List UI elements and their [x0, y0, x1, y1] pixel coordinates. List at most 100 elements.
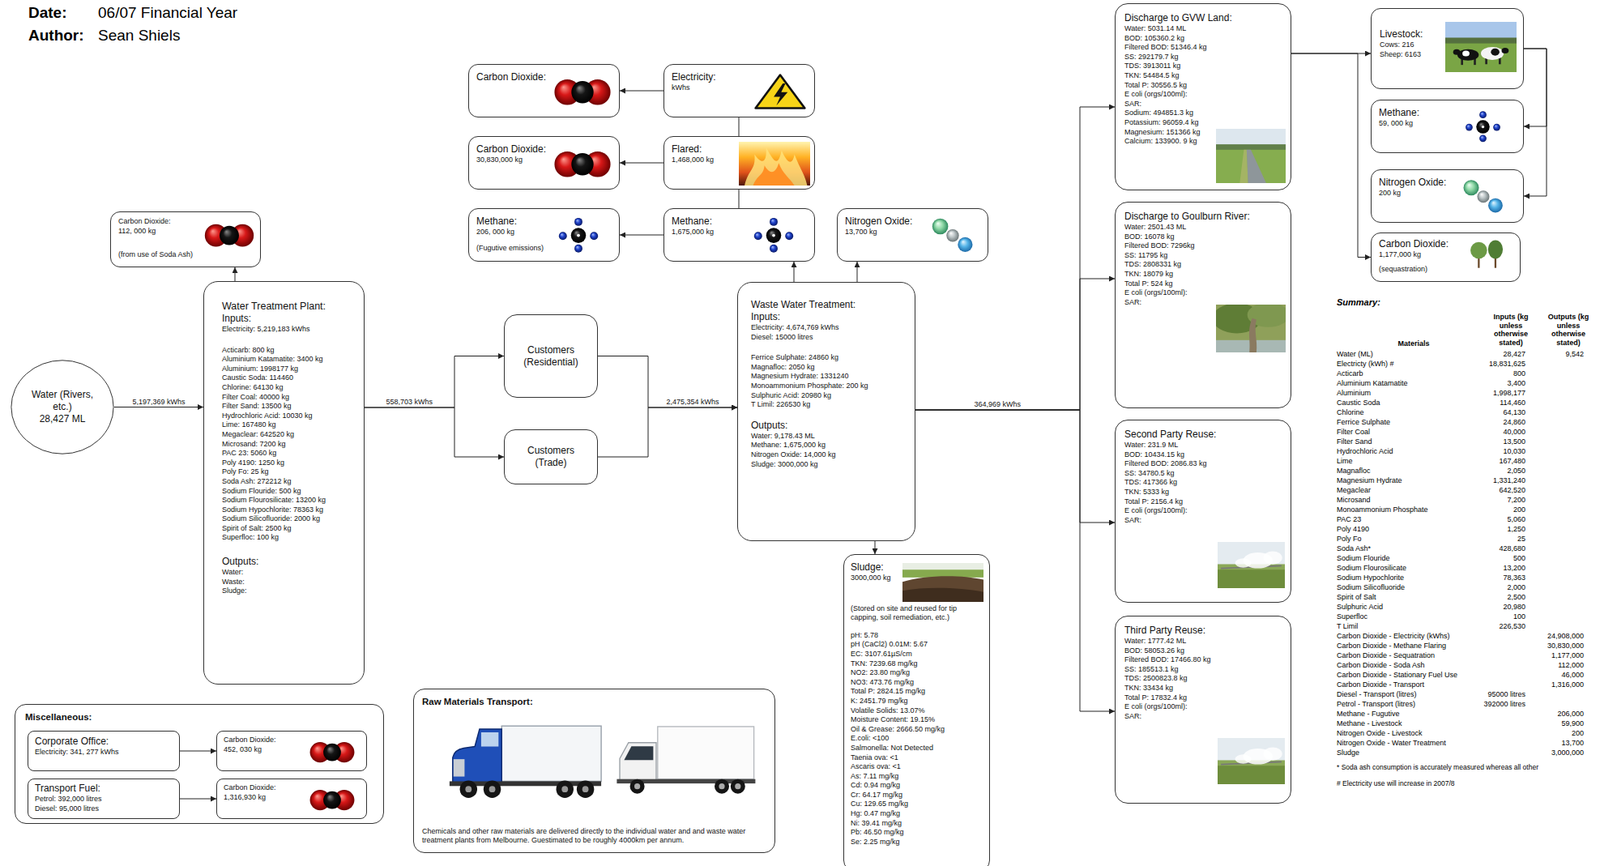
table-cell: 114,460 [1499, 397, 1526, 408]
box-text: Hg: 0.47 mg/kg [850, 809, 983, 820]
table-cell: 800 [1513, 368, 1526, 379]
table-cell: Chlorine [1336, 407, 1365, 418]
box-text: BOD: 105360.2 kg [1124, 34, 1282, 44]
box-text: Total P: 30556.5 kg [1124, 81, 1282, 91]
table-cell: Aluminium Katamatite [1336, 378, 1408, 389]
box-text: Outputs: [221, 555, 346, 568]
picture-part [1235, 754, 1252, 764]
box-text: Acticarb: 800 kg [221, 345, 346, 356]
box-text: Sheep: 6163 [1379, 50, 1515, 60]
emission-box: Carbon Dioxide: [468, 64, 620, 118]
box-text: Total P: 17832.4 kg [1124, 693, 1282, 704]
picture-part [1479, 110, 1487, 119]
box-text: Total P: 524 kg [1124, 279, 1282, 290]
picture-part [1480, 46, 1504, 60]
picture-part [734, 783, 741, 790]
table-cell: Sodium Flourosilicate [1336, 563, 1407, 573]
van-picture [612, 721, 759, 803]
box-text: Water: 1777.42 ML [1124, 636, 1282, 647]
box-title: Carbon Dioxide: [118, 217, 253, 227]
picture-part [1262, 746, 1282, 760]
table-cell: Nitrogen Oxide - Livestock [1336, 728, 1423, 739]
box-text: 1,316,930 kg [223, 793, 360, 803]
box-text: Total P: 2824.15 mg/kg [850, 686, 983, 697]
table-cell: Poly Fo [1336, 533, 1362, 544]
box-text: E coli (orgs/100ml): [1124, 288, 1282, 299]
header-label: Author: [28, 25, 85, 46]
table-cell: 28,427 [1502, 349, 1526, 359]
box-text: PAC 23: 5060 kg [221, 448, 346, 459]
co2-picture [302, 735, 362, 768]
flow-arrow [619, 162, 664, 164]
box-text: Spirit of Salt: 2500 kg [221, 524, 346, 534]
flow-arrow [738, 117, 740, 137]
box-text: kWhs [671, 83, 807, 94]
table-cell: Carbon Dioxide - Methane Flaring [1336, 640, 1447, 651]
bolt-picture [753, 69, 807, 114]
box-text: SAR: [1124, 298, 1282, 308]
box-title: Methane: [476, 215, 612, 228]
emission-box: Methane:59, 000 kg [1370, 99, 1524, 154]
table-cell: Acticarb [1336, 368, 1364, 379]
picture-part [714, 779, 730, 794]
box-text: TKN: 54484.5 kg [1124, 71, 1282, 82]
box-text: (Fugutive emissions) [476, 243, 612, 254]
box-text: BOD: 16078 kg [1124, 232, 1282, 243]
header-value: Sean Shiels [98, 25, 180, 46]
flow-label: 364,969 kWhs [972, 400, 1024, 410]
box-text: (from use of Soda Ash) [118, 250, 253, 261]
box-text: 1,468,000 kg [671, 155, 807, 166]
picture-part [1445, 43, 1517, 73]
note-panel: Raw Materials Transport:Chemicals and ot… [413, 688, 776, 854]
picture-part [571, 227, 587, 244]
table-cell: 3,400 [1506, 378, 1526, 389]
box-text: 452, 030 kg [223, 745, 360, 756]
box-title: Carbon Dioxide: [1378, 238, 1513, 251]
no-picture [924, 213, 982, 257]
table-cell: 13,500 [1502, 436, 1526, 447]
table-cell: Electricty (kWh) # [1336, 358, 1395, 369]
box-text: Sludge: 3000,000 kg [750, 460, 902, 470]
picture-part [1463, 179, 1480, 196]
table-cell: Ferrice Sulphate [1336, 417, 1391, 427]
table-cell: Methane - Fugutive [1336, 708, 1400, 719]
picture-part [1493, 123, 1501, 132]
co2-picture [553, 141, 612, 186]
box-title: Customers (Residential) [519, 344, 583, 369]
picture-part [957, 237, 973, 252]
box-text: Monoammonium Phosphate: 200 kg [750, 381, 902, 392]
box-text: Potassium: 96059.4 kg [1124, 118, 1282, 128]
box-title: Carbon Dioxide: [476, 71, 612, 84]
flow-arrow [234, 267, 236, 282]
table-cell: 1,331,240 [1493, 475, 1526, 486]
flow-label: 558,703 kWhs [384, 397, 436, 407]
picture-part [932, 218, 949, 235]
table-cell: Nitrogen Oxide - Water Treatment [1336, 738, 1447, 748]
flow-arrow [179, 750, 217, 752]
box-text: Lime: 167480 kg [221, 420, 346, 431]
flare-box: Flared:1,468,000 kg [663, 136, 815, 190]
box-text: Superfloc: 100 kg [221, 533, 346, 543]
table-cell: 167,480 [1498, 456, 1526, 466]
picture-part [1239, 149, 1248, 184]
table-cell: Hydrochloric Acid [1336, 446, 1394, 457]
table-cell: Carbon Dioxide - Stationary Fuel Use [1336, 669, 1458, 680]
table-cell: 200 [1513, 504, 1526, 515]
table-cell: Carbon Dioxide - Electricity (kWhs) [1336, 631, 1451, 641]
box-title: Carbon Dioxide: [223, 783, 360, 794]
sprinkler-picture [1217, 541, 1285, 589]
box-text: Aluminium: 1998177 kg [221, 364, 346, 375]
emission-box: Carbon Dioxide:112, 000 kg(from use of S… [110, 211, 261, 268]
box-text: Poly 4190: 1250 kg [221, 458, 346, 469]
box-text: SAR: [1124, 99, 1282, 110]
box-text: SS: 11795 kg [1124, 251, 1282, 261]
table-cell: 30,830,000 [1547, 640, 1584, 651]
picture-part [1470, 242, 1488, 260]
reuse-box: Third Party Reuse:Water: 1777.42 MLBOD: … [1114, 615, 1292, 804]
box-text: Filtered BOD: 17466.80 kg [1124, 655, 1282, 666]
box-text: Pb: 46.50 mg/kg [850, 827, 983, 838]
box-text: Chlorine: 64130 kg [221, 383, 346, 393]
table-cell: Sodium Flouride [1336, 553, 1391, 564]
table-cell: Carbon Dioxide - Transport [1336, 679, 1425, 690]
box-text: SS: 185513.1 kg [1124, 665, 1282, 675]
